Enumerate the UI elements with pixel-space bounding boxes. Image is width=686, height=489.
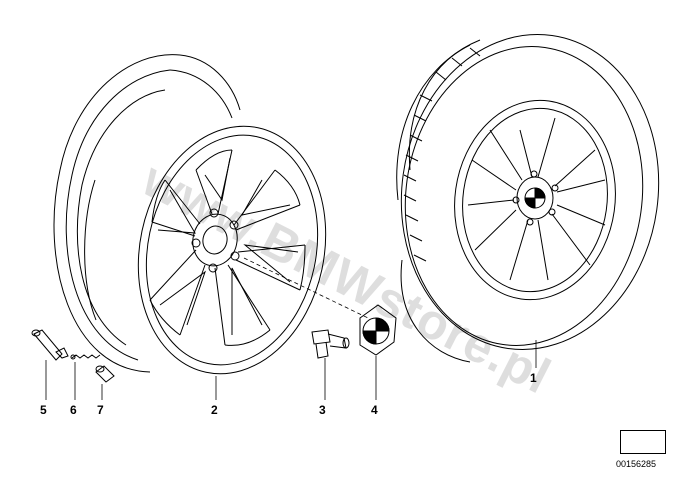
callout-2: 2: [211, 403, 218, 417]
wheel-tire-drawing: [396, 34, 660, 363]
valve-insert-drawing: [70, 354, 101, 360]
orientation-box: [620, 430, 666, 454]
callout-4: 4: [371, 403, 378, 417]
valve-drawing: [31, 329, 69, 361]
hub-cap-drawing: [359, 304, 397, 356]
callout-7: 7: [97, 403, 104, 417]
doc-number: 00156285: [616, 459, 657, 469]
callout-1: 1: [530, 371, 537, 385]
valve-cap-drawing: [95, 365, 115, 383]
callout-5: 5: [40, 403, 47, 417]
wheel-bolt-drawing: [311, 329, 350, 359]
callout-6: 6: [70, 403, 77, 417]
leader-lines: [45, 257, 537, 400]
rim-drawing: [53, 54, 327, 375]
callout-3: 3: [319, 403, 326, 417]
